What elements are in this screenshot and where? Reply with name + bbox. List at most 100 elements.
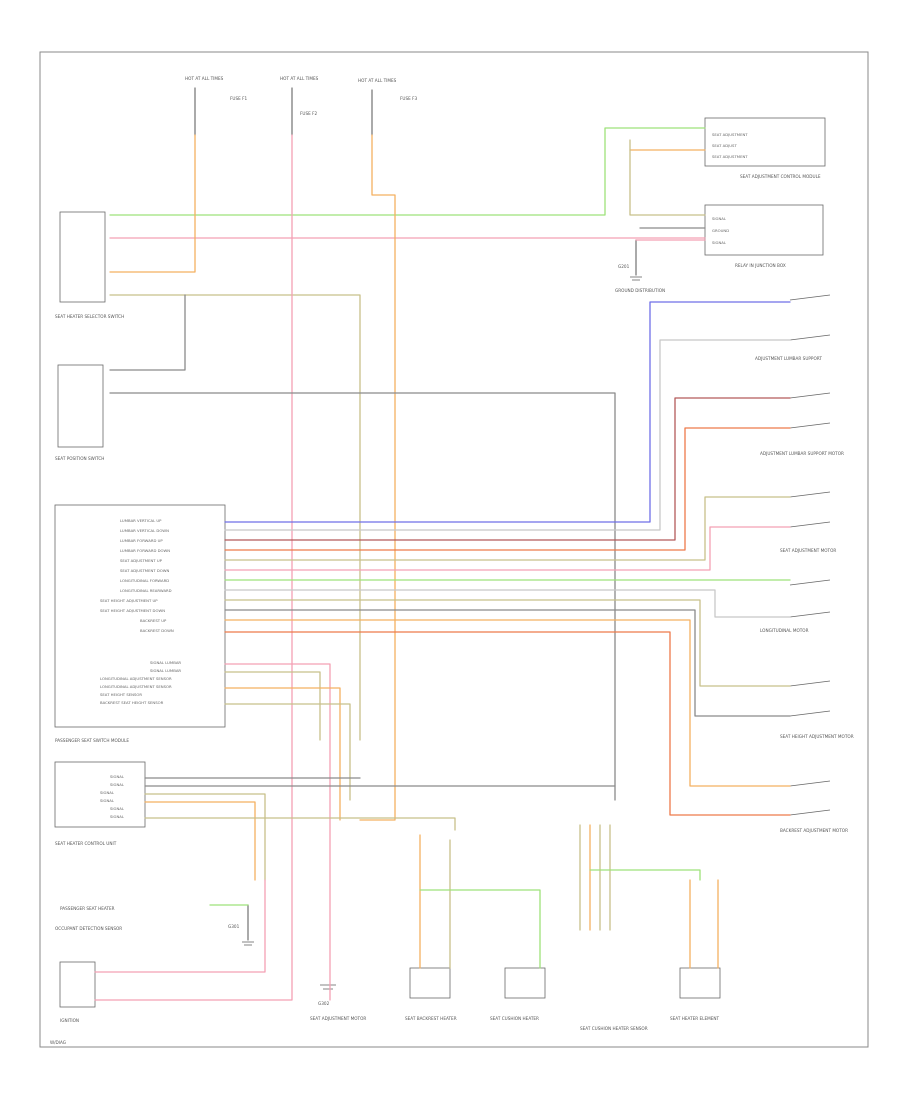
ground-dist-label: GROUND DISTRIBUTION xyxy=(615,288,665,293)
seat-position-switch-box xyxy=(57,364,104,448)
pin-label: LUMBAR FORWARD DOWN xyxy=(120,548,170,553)
motor-label-2: ADJUSTMENT LUMBAR SUPPORT MOTOR xyxy=(760,451,844,456)
wire-darkred xyxy=(224,397,791,541)
wire-ignition xyxy=(94,879,266,973)
pin-label: LUMBAR FORWARD UP xyxy=(120,538,163,543)
wire-olive-r xyxy=(224,496,791,561)
pin-label: LUMBAR VERTICAL UP xyxy=(120,518,162,523)
wire-redorange-r xyxy=(224,631,791,816)
motor-label-6: BACKREST ADJUSTMENT MOTOR xyxy=(780,828,848,833)
ground-label-g302: G302 xyxy=(318,1001,330,1006)
fuse-label-3: FUSE F3 xyxy=(400,96,418,101)
wire-gray-r xyxy=(224,609,791,717)
adjust-motor-label: SEAT ADJUSTMENT MOTOR xyxy=(310,1016,366,1021)
motor-label-5: SEAT HEIGHT ADJUSTMENT MOTOR xyxy=(780,734,854,739)
ignition-label: IGNITION xyxy=(60,1018,79,1023)
pin-label: LONGITUDINAL REARWARD xyxy=(120,588,172,593)
pin-label: SEAT ADJUSTMENT DOWN xyxy=(120,568,169,573)
heater-pin-labels: SIGNAL SIGNAL SIGNAL SIGNAL SIGNAL SIGNA… xyxy=(100,774,125,819)
heater-element-label: SEAT HEATER ELEMENT xyxy=(670,1016,720,1021)
wire-orange-r xyxy=(224,619,791,787)
seat-adjust-module-box xyxy=(704,117,826,167)
heater-element-box xyxy=(679,967,721,999)
wire-orange-f1 xyxy=(109,134,196,273)
seat-position-switch-label: SEAT POSITION SWITCH xyxy=(55,456,104,461)
wire-bottom-green2 xyxy=(589,869,701,881)
wire-bottom-green xyxy=(419,889,541,969)
motor-labels: ADJUSTMENT LUMBAR SUPPORT ADJUSTMENT LUM… xyxy=(755,356,854,833)
wire-heater-5 xyxy=(144,817,456,831)
pin-label: BACKREST SEAT HEIGHT SENSOR xyxy=(100,700,164,705)
bottom-components: SEAT BACKREST HEATER SEAT CUSHION HEATER… xyxy=(310,967,721,1031)
wire-heater-4 xyxy=(144,801,256,881)
relay-pin-3: SIGNAL xyxy=(712,240,727,245)
fuse-label-2: FUSE F2 xyxy=(300,111,318,116)
pin-label: LONGITUDINAL ADJUSTMENT SENSOR xyxy=(100,684,172,689)
heater-selector-switch-label: SEAT HEATER SELECTOR SWITCH xyxy=(55,314,124,319)
heater-pin: SIGNAL xyxy=(100,798,115,803)
heater-pin: SIGNAL xyxy=(110,806,125,811)
power-label-2: HOT AT ALL TIMES xyxy=(280,76,319,81)
wire-pink-f2 xyxy=(94,134,293,1001)
cushion-heater-box xyxy=(504,967,546,999)
backrest-heater-box xyxy=(409,967,451,999)
relay-box xyxy=(704,204,824,256)
pin-label: SEAT HEIGHT ADJUSTMENT DOWN xyxy=(100,608,165,613)
pin-label: LONGITUDINAL ADJUSTMENT SENSOR xyxy=(100,676,172,681)
pin-label: SIGNAL LUMBAR xyxy=(150,660,181,665)
diagram-frame xyxy=(39,51,869,1048)
heater-selector-switch-box xyxy=(59,211,106,303)
heater-pin: SIGNAL xyxy=(100,790,115,795)
wires xyxy=(94,127,791,1001)
motor-label-3: SEAT ADJUSTMENT MOTOR xyxy=(780,548,836,553)
cushion-heater-label: SEAT CUSHION HEATER xyxy=(490,1016,539,1021)
pin-label: BACKREST DOWN xyxy=(140,628,174,633)
wire-olive-r2 xyxy=(224,599,791,687)
occupant-detection-label: OCCUPANT DETECTION SENSOR xyxy=(55,926,122,931)
motor-label-4: LONGITUDINAL MOTOR xyxy=(760,628,809,633)
ignition-box xyxy=(59,961,96,1008)
power-label-3: HOT AT ALL TIMES xyxy=(358,78,397,83)
wire-olive-relay xyxy=(629,139,706,216)
motor-label-top: ADJUSTMENT LUMBAR SUPPORT xyxy=(755,356,822,361)
heater-pin: SIGNAL xyxy=(110,774,125,779)
relay-pin-2: GROUND xyxy=(712,228,729,233)
pin-label: SEAT HEIGHT ADJUSTMENT UP xyxy=(100,598,158,603)
pin-label: BACKREST UP xyxy=(140,618,167,623)
power-feed-3: HOT AT ALL TIMES FUSE F3 xyxy=(358,78,418,136)
wire-green-top xyxy=(109,127,706,216)
wire-lgray xyxy=(224,339,791,531)
wire-lgray-r xyxy=(224,589,791,618)
pin-label: SEAT HEIGHT SENSOR xyxy=(100,692,142,697)
backrest-heater-label: SEAT BACKREST HEATER xyxy=(405,1016,457,1021)
ground-symbol-g201: G201 GROUND DISTRIBUTION xyxy=(615,239,665,293)
wire-redorange xyxy=(224,427,791,551)
module-pin-1: SEAT ADJUSTMENT xyxy=(712,132,748,137)
wire-orange-f3 xyxy=(359,134,396,821)
passenger-seat-module-box xyxy=(54,504,226,728)
ground-label-g301: G301 xyxy=(228,924,240,929)
pin-label: LONGITUDINAL FORWARD xyxy=(120,578,169,583)
seat-heater-module-label: SEAT HEATER CONTROL UNIT xyxy=(55,841,117,846)
wire-gray-long xyxy=(109,392,616,801)
ground-symbol-g302: G302 xyxy=(318,984,336,1006)
pin-label: SIGNAL LUMBAR xyxy=(150,668,181,673)
wire-heater-3 xyxy=(144,793,266,881)
power-label-1: HOT AT ALL TIMES xyxy=(185,76,224,81)
module-pin-3: SEAT ADJUSTMENT xyxy=(712,154,748,159)
pin-label: SEAT ADJUSTMENT UP xyxy=(120,558,163,563)
wire-olive-low2 xyxy=(224,703,351,801)
wire-blue xyxy=(224,301,791,523)
power-feed-1: HOT AT ALL TIMES FUSE F1 xyxy=(185,76,248,136)
module-pin-2: SEAT ADJUST xyxy=(712,143,737,148)
seat-adjust-module-label: SEAT ADJUSTMENT CONTROL MODULE xyxy=(740,174,821,179)
heater-pin: SIGNAL xyxy=(110,782,125,787)
wire-pink-r xyxy=(224,526,791,571)
wire-pink-low xyxy=(224,663,331,1001)
relay-label: RELAY IN JUNCTION BOX xyxy=(735,263,786,268)
footer-label: W/DIAG xyxy=(50,1040,66,1045)
wire-olive-low xyxy=(224,671,321,741)
ground-symbol-g301: G301 xyxy=(228,904,254,946)
power-feed-2: HOT AT ALL TIMES FUSE F2 xyxy=(280,76,319,136)
pin-label: LUMBAR VERTICAL DOWN xyxy=(120,528,169,533)
